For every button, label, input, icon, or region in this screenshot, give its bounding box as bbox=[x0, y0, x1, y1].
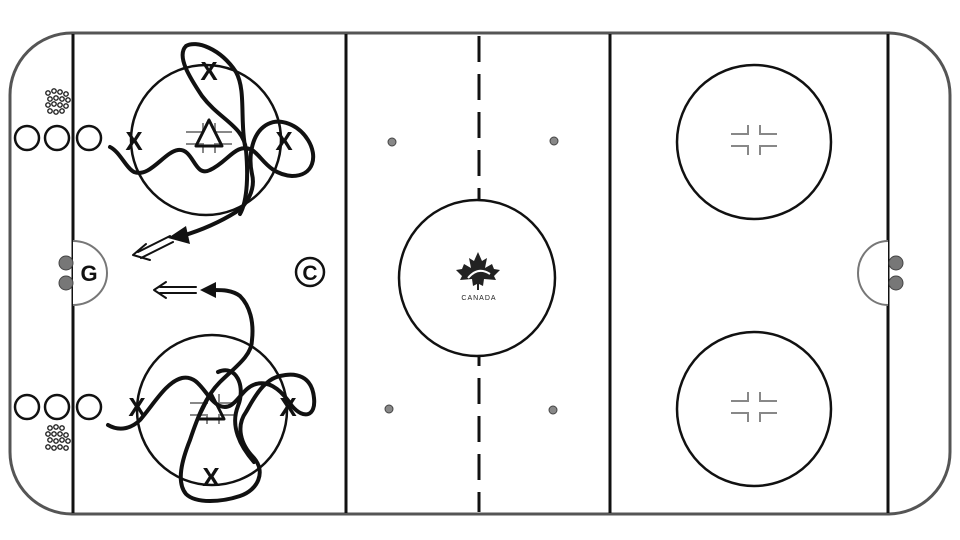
neutral-dot bbox=[549, 136, 559, 146]
neutral-dot bbox=[548, 405, 558, 415]
arrow-head bbox=[168, 226, 190, 244]
goalie-label: G bbox=[80, 261, 97, 286]
player-x-label: X bbox=[202, 462, 220, 492]
faceoff-circle-left-top bbox=[129, 63, 283, 217]
circle-icon bbox=[75, 124, 103, 152]
crease-left bbox=[72, 240, 108, 306]
logo-text: CANADA bbox=[461, 295, 496, 302]
faceoff-hash-marks bbox=[731, 125, 777, 422]
double-arrow-icon bbox=[153, 281, 197, 299]
double-arrow-icon bbox=[132, 235, 174, 261]
player-x-label: X bbox=[125, 126, 143, 156]
player-x-label: X bbox=[200, 56, 218, 86]
circle-icon bbox=[13, 124, 41, 152]
circle-icon bbox=[43, 124, 71, 152]
crease-right bbox=[857, 240, 889, 306]
net-right bbox=[888, 255, 904, 291]
circle-icon bbox=[43, 393, 71, 421]
arrow-head bbox=[200, 282, 216, 298]
neutral-dot bbox=[384, 404, 394, 414]
maple-leaf-icon bbox=[456, 252, 500, 290]
puck-pile-icon bbox=[45, 88, 71, 115]
circle-icon bbox=[75, 393, 103, 421]
waiting-players-bottom bbox=[13, 393, 103, 421]
faceoff-circle-right-top bbox=[675, 63, 833, 221]
player-x-label: X bbox=[279, 392, 297, 422]
puck-pile-icon bbox=[45, 424, 71, 451]
coach-icon bbox=[294, 256, 326, 288]
neutral-dot bbox=[387, 137, 397, 147]
skating-path-bottom bbox=[106, 288, 317, 503]
circle-icon bbox=[13, 393, 41, 421]
faceoff-circle-right-bottom bbox=[675, 330, 833, 488]
waiting-players-top bbox=[13, 124, 103, 152]
faceoff-circle-left-bottom bbox=[135, 333, 289, 487]
net-left bbox=[58, 255, 74, 291]
player-x-label: X bbox=[128, 392, 146, 422]
coach-label: C bbox=[302, 262, 317, 285]
player-x-label: X bbox=[275, 126, 293, 156]
triangle-icon bbox=[194, 118, 224, 148]
skating-path-top bbox=[108, 42, 316, 238]
